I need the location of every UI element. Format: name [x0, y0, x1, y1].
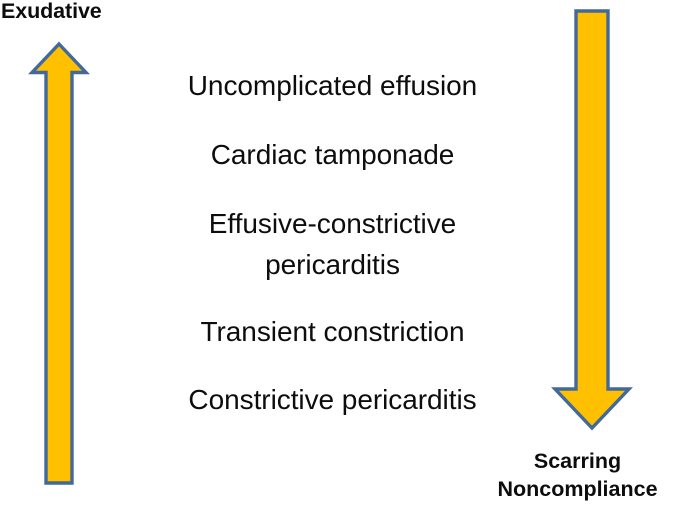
scarring-label-line2: Noncompliance [497, 476, 658, 501]
spectrum-item-line1: Uncomplicated effusion [187, 70, 478, 101]
spectrum-item-cardiac-tamponade: Cardiac tamponade [150, 135, 515, 176]
spectrum-item-effusive-constrictive-pericarditis: Effusive-constrictive pericarditis [150, 204, 515, 286]
spectrum-item-line1: Constrictive pericarditis [188, 384, 477, 416]
spectrum-item-line1: Effusive-constrictive [208, 207, 457, 239]
spectrum-item-uncomplicated-effusion: Uncomplicated effusion [150, 66, 515, 107]
spectrum-list: Uncomplicated effusion Cardiac tamponade… [150, 66, 515, 421]
scarring-label-line1: Scarring [533, 449, 622, 473]
exudative-up-arrow-icon [28, 41, 90, 485]
spectrum-item-line1: Transient constriction [200, 315, 465, 347]
exudative-label: Exudative [1, 0, 102, 23]
spectrum-item-line1: Cardiac tamponade [210, 138, 455, 170]
scarring-down-arrow-icon [551, 9, 633, 431]
spectrum-item-transient-constriction: Transient constriction [150, 312, 515, 353]
spectrum-item-line2: pericarditis [265, 248, 400, 280]
spectrum-item-constrictive-pericarditis: Constrictive pericarditis [150, 380, 515, 421]
scarring-noncompliance-label: Scarring Noncompliance [470, 448, 685, 503]
